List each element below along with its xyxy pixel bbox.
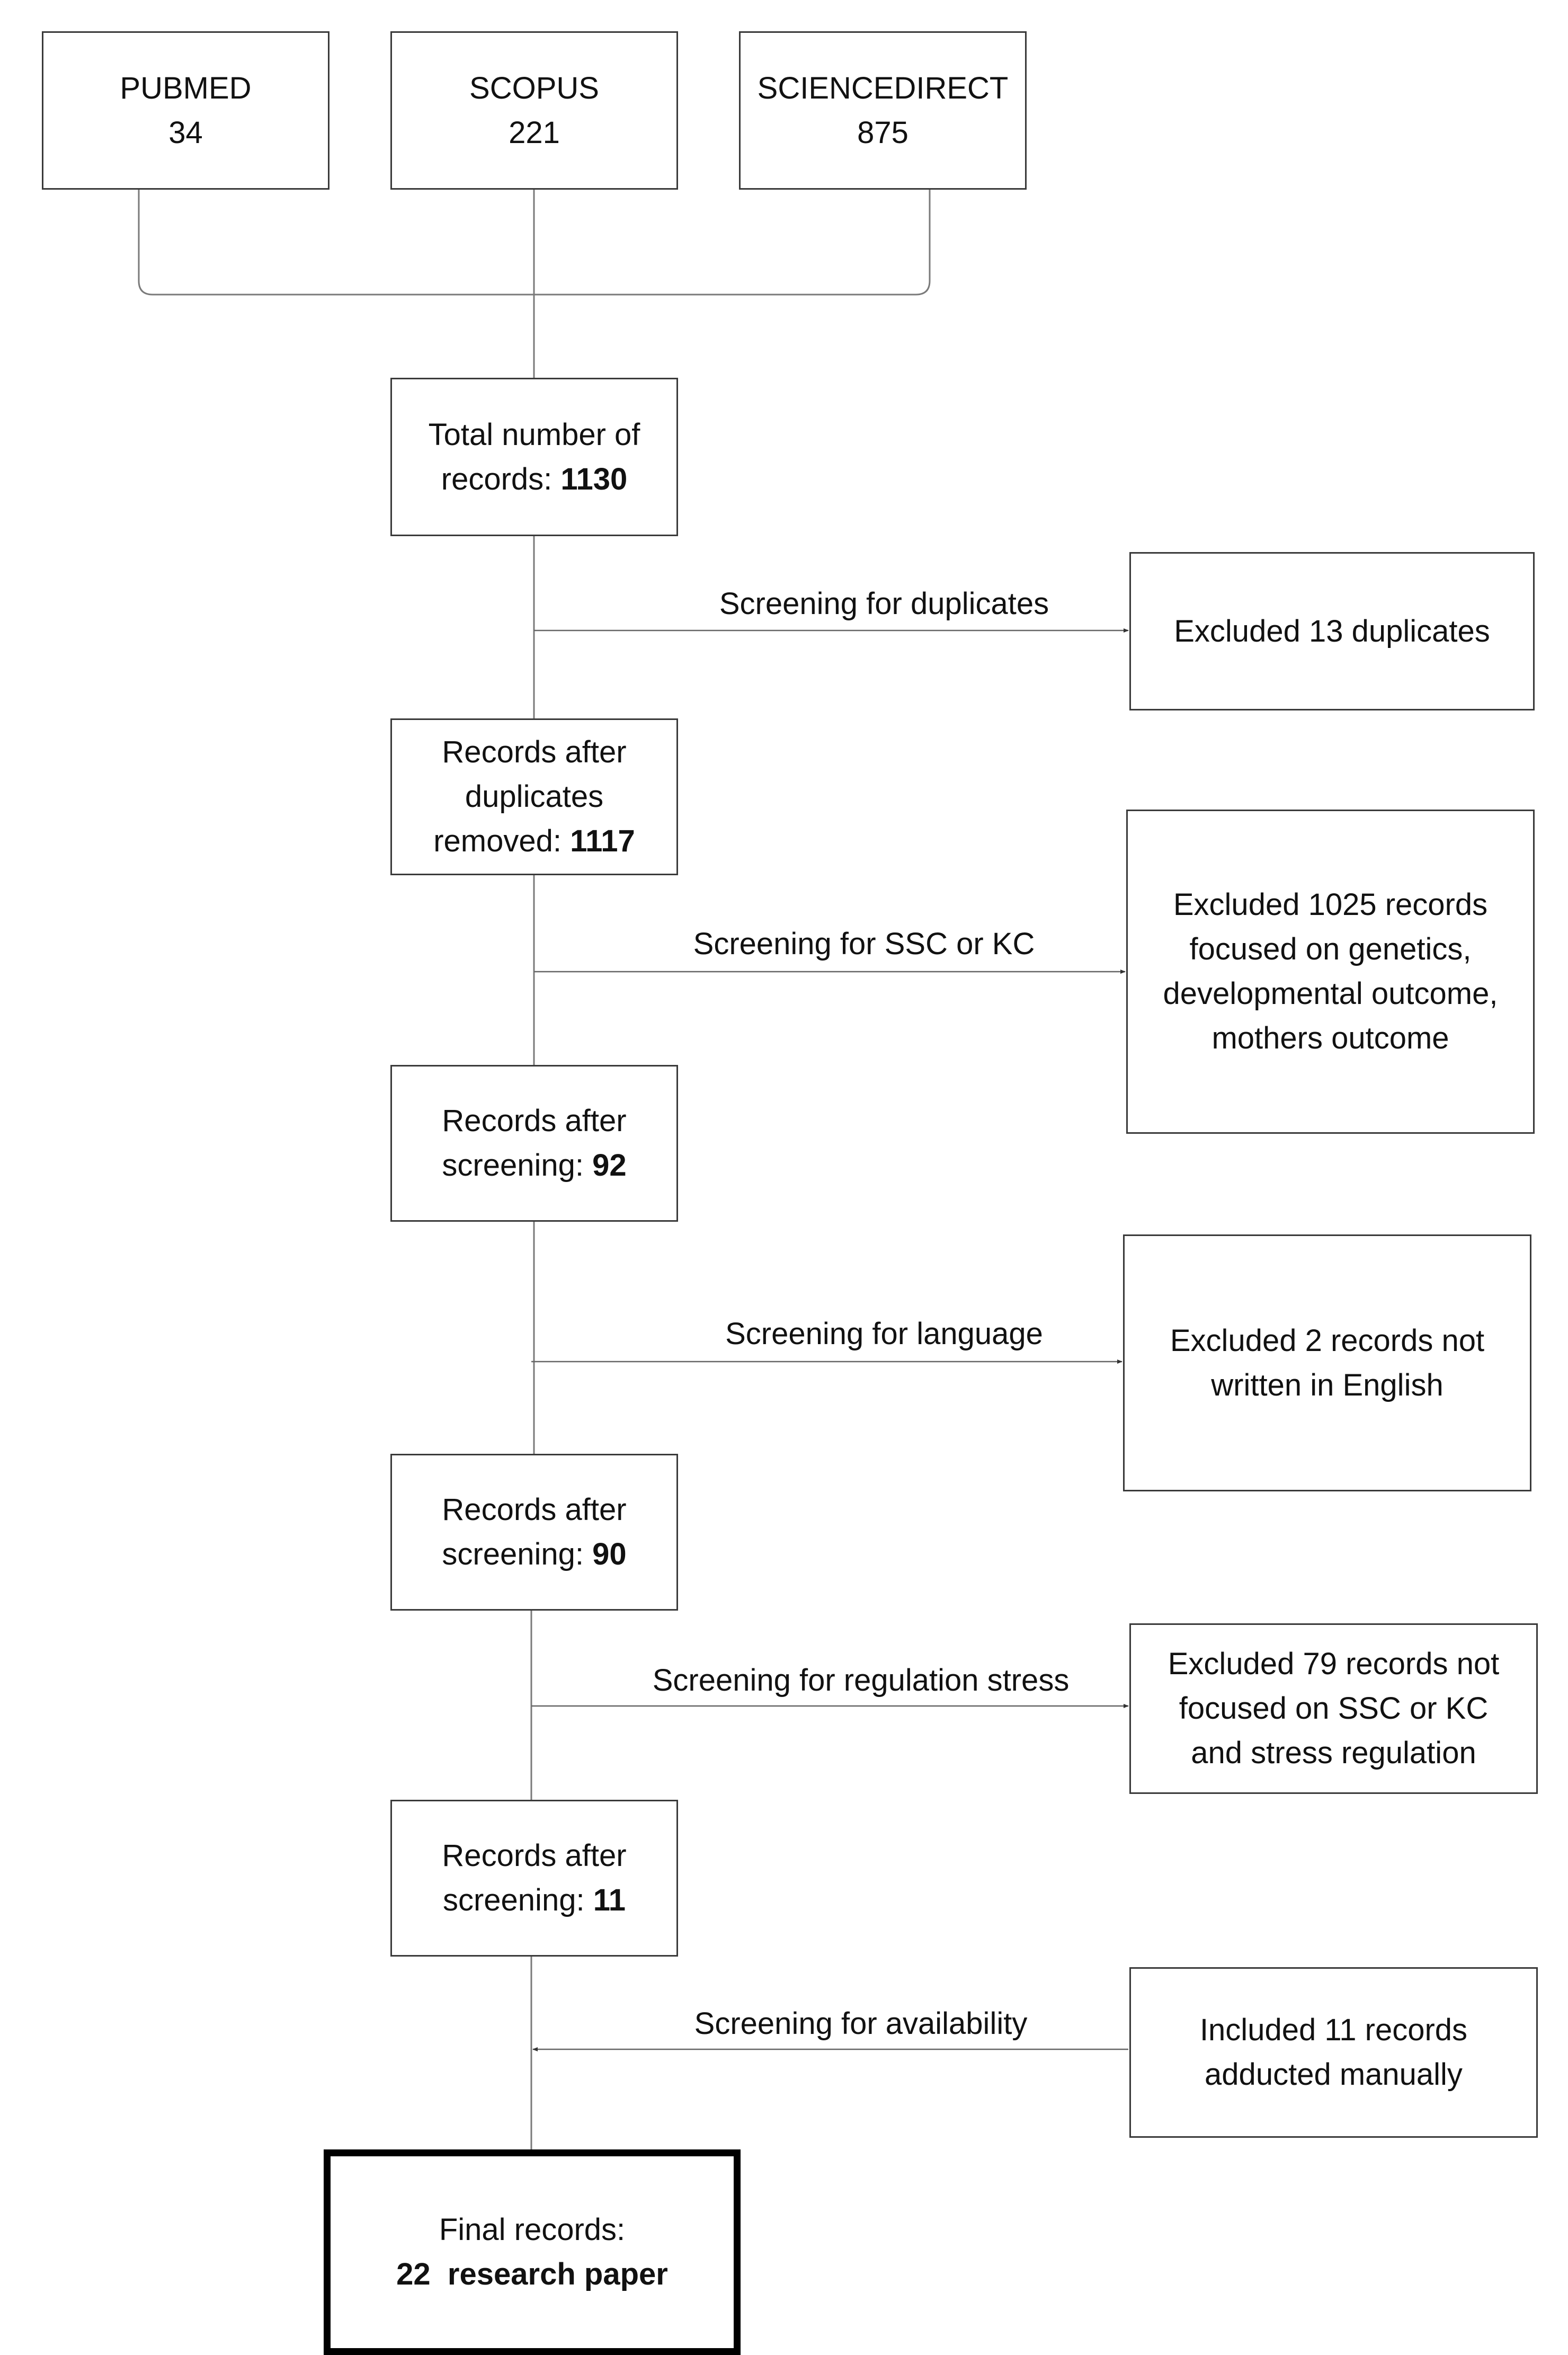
- box-line: focused on genetics,: [1189, 932, 1472, 966]
- box-line: screening: 92: [442, 1143, 626, 1188]
- excluded-duplicates-box: Excluded 13 duplicates: [1129, 552, 1535, 710]
- record-count: 92: [592, 1148, 627, 1183]
- source-name: SCIENCEDIRECT: [757, 70, 1009, 105]
- box-line: Excluded 2 records not: [1170, 1323, 1485, 1358]
- record-count: 11: [593, 1883, 626, 1917]
- box-line: Excluded 1025 records: [1173, 887, 1488, 922]
- source-box-pubmed: PUBMED 34: [42, 31, 329, 190]
- box-label: screening:: [442, 1537, 593, 1571]
- excluded-genetics-box: Excluded 1025 records focused on genetic…: [1126, 810, 1535, 1134]
- record-count: 1117: [570, 824, 635, 858]
- box-line: records: 1130: [441, 457, 627, 502]
- record-count: 1130: [560, 461, 628, 496]
- box-line: duplicates: [465, 779, 604, 814]
- box-line: Records after: [442, 1104, 627, 1138]
- box-line: Included 11 records: [1199, 2013, 1468, 2047]
- final-records-box: Final records: 22 research paper: [324, 2149, 741, 2355]
- after-screening-box-3: Records after screening: 11: [390, 1800, 678, 1957]
- after-duplicates-box: Records after duplicates removed: 1117: [390, 718, 678, 875]
- box-line: screening: 90: [442, 1532, 626, 1577]
- after-screening-box-1: Records after screening: 92: [390, 1065, 678, 1222]
- box-line: Total number of: [428, 417, 640, 452]
- box-line: Excluded 13 duplicates: [1174, 614, 1490, 648]
- screening-label-availability: Screening for availability: [694, 2006, 1028, 2041]
- box-line: adducted manually: [1205, 2057, 1463, 2092]
- source-count: 875: [857, 115, 908, 150]
- box-line: focused on SSC or KC: [1179, 1691, 1489, 1726]
- box-line: and stress regulation: [1191, 1736, 1476, 1770]
- screening-label-language: Screening for language: [725, 1317, 1043, 1351]
- source-name: PUBMED: [120, 70, 252, 105]
- box-line: Records after: [442, 735, 627, 769]
- box-line: Records after: [442, 1492, 627, 1527]
- box-line: Excluded 79 records not: [1168, 1647, 1500, 1681]
- box-label: screening:: [442, 1883, 593, 1917]
- box-line: mothers outcome: [1211, 1021, 1449, 1055]
- final-count: 22 research paper: [396, 2257, 668, 2291]
- record-count: 90: [592, 1537, 627, 1571]
- source-bracket-right: [534, 190, 931, 296]
- box-line: written in English: [1211, 1367, 1444, 1402]
- screening-label-regulation: Screening for regulation stress: [652, 1663, 1070, 1698]
- source-box-scopus: SCOPUS 221: [390, 31, 678, 190]
- box-line: screening: 11: [443, 1878, 626, 1923]
- after-screening-box-2: Records after screening: 90: [390, 1454, 678, 1611]
- box-label: records:: [441, 461, 561, 496]
- excluded-regulation-box: Excluded 79 records not focused on SSC o…: [1129, 1623, 1538, 1794]
- box-line: Records after: [442, 1838, 627, 1873]
- source-name: SCOPUS: [469, 70, 599, 105]
- excluded-language-box: Excluded 2 records not written in Englis…: [1123, 1234, 1531, 1491]
- included-manual-box: Included 11 records adducted manually: [1129, 1967, 1538, 2138]
- box-label: screening:: [442, 1148, 593, 1183]
- source-box-sciencedirect: SCIENCEDIRECT 875: [739, 31, 1027, 190]
- source-count: 34: [168, 115, 203, 150]
- box-label: removed:: [433, 824, 571, 858]
- screening-label-duplicates: Screening for duplicates: [719, 586, 1049, 621]
- source-bracket-left: [138, 190, 534, 296]
- source-count: 221: [509, 115, 560, 150]
- screening-label-ssc-kc: Screening for SSC or KC: [693, 927, 1035, 961]
- box-line: Final records:: [439, 2212, 626, 2247]
- box-line: removed: 1117: [433, 819, 635, 864]
- total-records-box: Total number of records: 1130: [390, 378, 678, 536]
- box-line: developmental outcome,: [1163, 976, 1498, 1011]
